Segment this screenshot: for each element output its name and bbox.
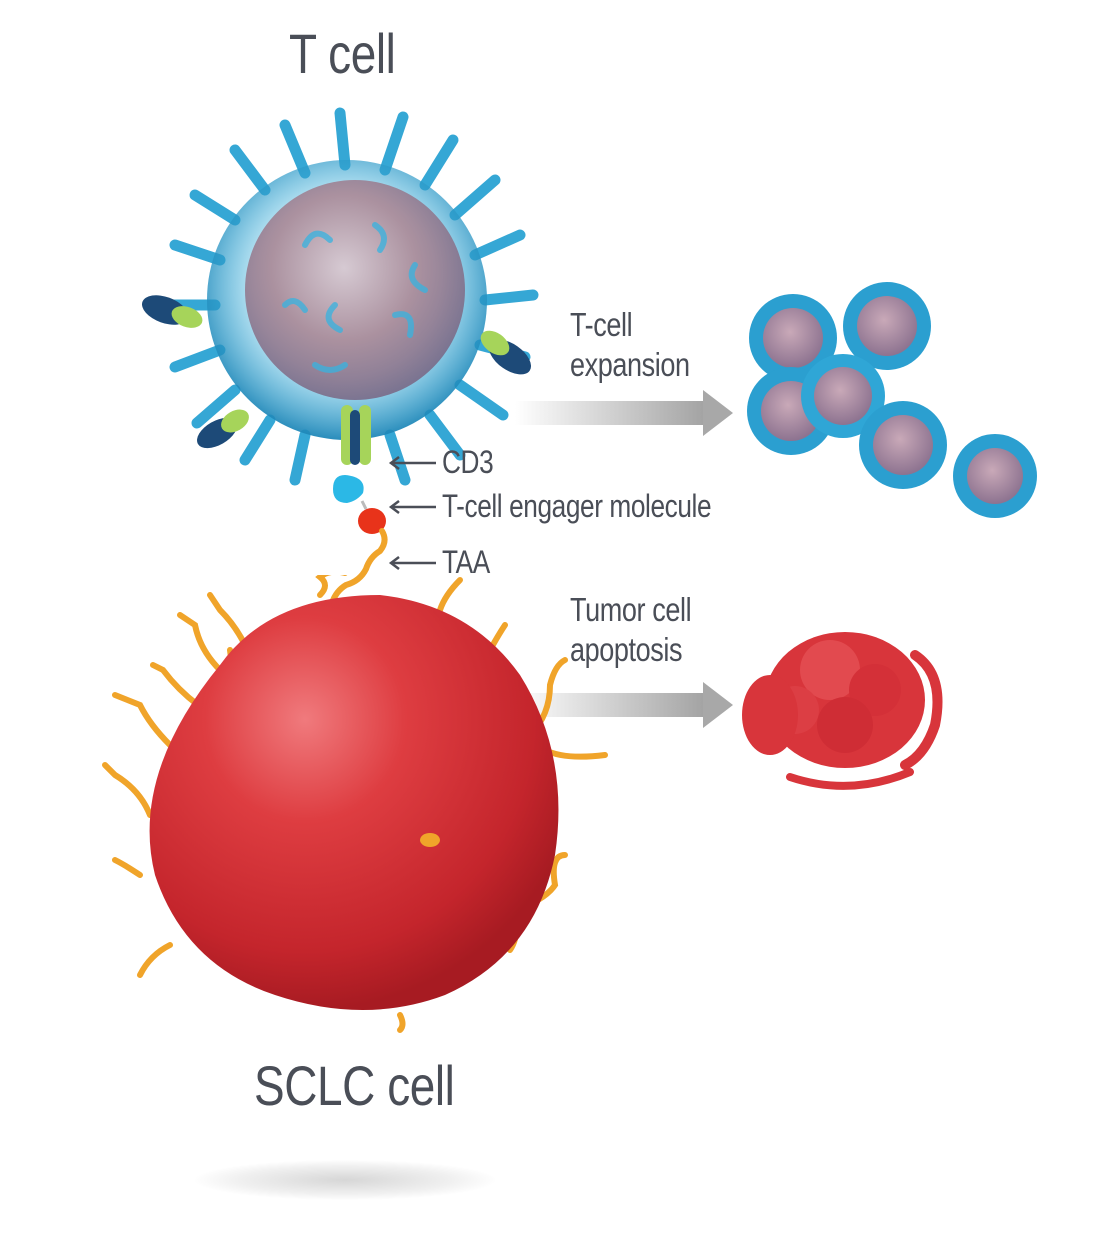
binding-complex <box>300 455 410 615</box>
left-arrow-icon <box>388 556 436 570</box>
cd3-domain <box>333 475 364 503</box>
t-cell-small <box>843 282 931 370</box>
engager-molecule <box>358 508 386 534</box>
outcome-line2: expansion <box>570 346 690 383</box>
outcome-line1: T-cell <box>570 306 633 343</box>
callout-label: TAA <box>442 544 490 580</box>
callout-label: CD3 <box>442 444 494 480</box>
t-cell-illustration <box>135 95 555 515</box>
taa-chain <box>329 528 388 606</box>
left-arrow-icon <box>388 500 436 514</box>
outcome-label-apoptosis: Tumor cell apoptosis <box>570 590 692 670</box>
right-arrow-icon <box>515 388 735 438</box>
sclc-cell-illustration <box>70 575 630 1045</box>
t-cell-small <box>801 354 885 438</box>
t-cell-small <box>749 294 837 382</box>
outcome-line2: apoptosis <box>570 631 683 668</box>
outcome-line1: Tumor cell <box>570 591 692 628</box>
t-cell-small <box>953 434 1037 518</box>
left-arrow-icon <box>388 456 436 470</box>
sclc-cell-title: SCLC cell <box>254 1054 455 1117</box>
callout-label: T-cell engager molecule <box>442 488 712 524</box>
outcome-label-expansion: T-cell expansion <box>570 305 690 385</box>
ground-shadow <box>195 1160 495 1200</box>
t-cell-small <box>859 401 947 489</box>
apoptotic-tumor-cell <box>735 615 960 800</box>
expanded-t-cells <box>745 278 1045 528</box>
t-cell-title: T cell <box>289 22 396 85</box>
